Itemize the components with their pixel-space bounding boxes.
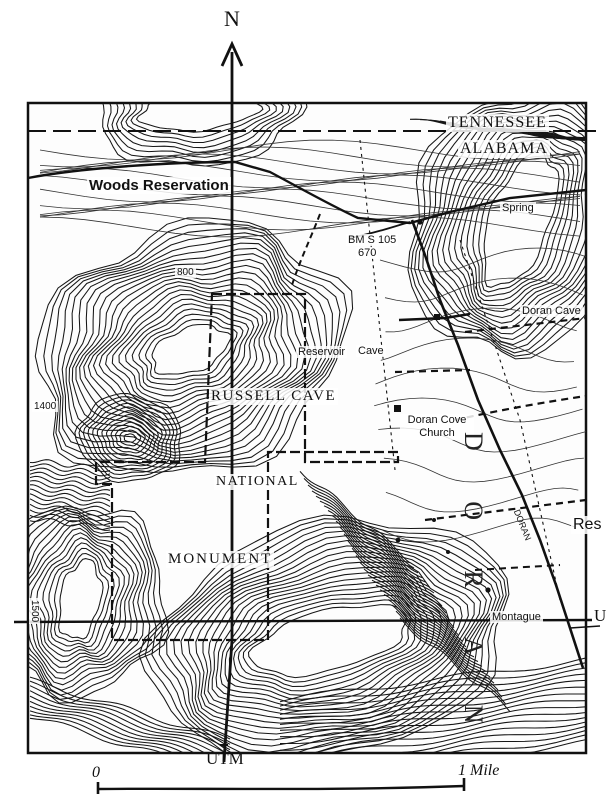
- state-label-south: ALABAMA: [458, 140, 550, 158]
- scale-one-mile-label: 1 Mile: [458, 762, 500, 779]
- scale-zero-label: 0: [92, 764, 100, 781]
- dotted-trail-east: [459, 239, 561, 601]
- road-east-4: [424, 498, 587, 522]
- road-east-5: [474, 564, 561, 571]
- map-frame: [26, 101, 588, 755]
- label-monument: MONUMENT: [166, 551, 275, 568]
- highway-doran: [410, 219, 585, 669]
- state-label-north: TENNESSEE: [446, 114, 549, 132]
- label-national: NATIONAL: [214, 474, 301, 490]
- utm-side-label: U: [594, 606, 607, 625]
- north-label: N: [224, 6, 240, 31]
- place-montague: Montague: [490, 611, 543, 623]
- bench-elevation-label: 670: [356, 247, 379, 259]
- road-cave-spur: [398, 312, 471, 322]
- road-woods: [27, 160, 587, 225]
- place-doran-cave: Doran Cave: [520, 305, 583, 317]
- contour-label-800: 800: [175, 267, 196, 278]
- road-east-1: [464, 316, 587, 334]
- place-doran-cove-church: Doran Cove Church: [400, 414, 474, 440]
- scale-bar: [96, 778, 466, 794]
- bench-mark-label: BM S 105: [346, 234, 399, 246]
- terrain-contours: [28, 103, 586, 753]
- utm-bottom-label: UTM: [206, 749, 244, 768]
- label-doran-vertical: D O R A N: [459, 432, 488, 746]
- label-russell-cave: RUSSELL CAVE: [209, 388, 339, 405]
- map-symbols: [394, 219, 491, 593]
- road-east-2: [394, 368, 471, 374]
- contour-label-1500: 1500: [29, 598, 40, 625]
- place-reservoir: Reservoir: [296, 346, 348, 358]
- north-meridian-line: [222, 52, 234, 763]
- dotted-trail: [359, 139, 396, 471]
- north-arrow-icon: [220, 40, 244, 67]
- contour-label-1400: 1400: [32, 401, 59, 412]
- place-spring: Spring: [500, 202, 536, 214]
- place-woods-reservation: Woods Reservation: [87, 177, 231, 194]
- label-res: Res: [571, 516, 604, 534]
- monument-boundary: [94, 292, 400, 642]
- place-cave: Cave: [356, 345, 386, 357]
